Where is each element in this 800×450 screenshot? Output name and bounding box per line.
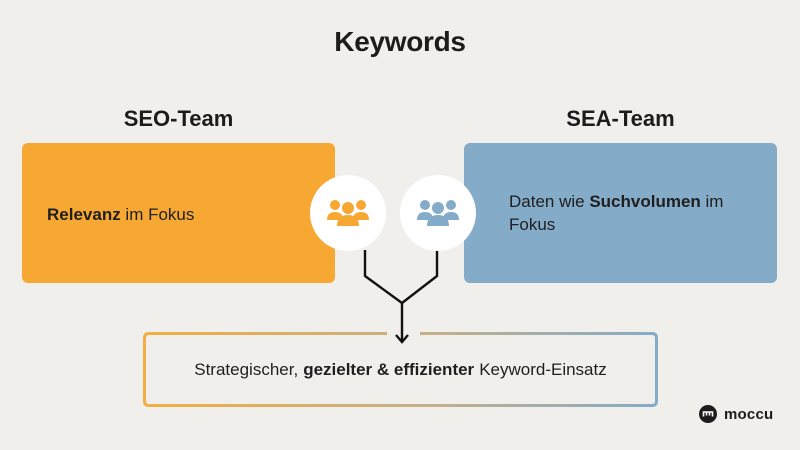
seo-team-box: Relevanz im Fokus [22, 143, 335, 283]
result-text-bold: gezielter & effizienter [303, 359, 475, 379]
team-icon [417, 200, 459, 226]
sea-focus-bold: Suchvolumen [589, 192, 701, 211]
sea-focus-text: Daten wie Suchvolumen im Fokus [509, 190, 769, 236]
moccu-logo-text: moccu [724, 405, 774, 423]
seo-team-circle [310, 175, 386, 251]
sea-focus-rest: im Fokus [509, 192, 724, 234]
team-icon [327, 200, 369, 226]
seo-team-label: SEO-Team [123, 106, 234, 131]
arrow-down-icon [395, 334, 409, 344]
seo-focus-rest: im Fokus [120, 205, 195, 224]
result-box-border [143, 332, 658, 407]
sea-team-box: Daten wie Suchvolumen im Fokus [464, 143, 777, 283]
result-text-pre: Strategischer, [194, 359, 299, 379]
sea-team-circle [400, 175, 476, 251]
moccu-logo: moccu [699, 405, 773, 423]
result-text: Strategischer, gezielter & effizienter K… [143, 332, 658, 407]
seo-focus-text: Relevanz im Fokus [47, 203, 194, 226]
moccu-logo-icon [699, 405, 717, 423]
sea-team-label: SEA-Team [566, 106, 675, 131]
seo-focus-bold: Relevanz [47, 205, 121, 224]
sea-focus-pre: Daten wie [509, 192, 590, 211]
result-box: Strategischer, gezielter & effizienter K… [143, 332, 658, 407]
result-text-rest: Keyword-Einsatz [479, 359, 607, 379]
page-title: Keywords [334, 26, 466, 57]
